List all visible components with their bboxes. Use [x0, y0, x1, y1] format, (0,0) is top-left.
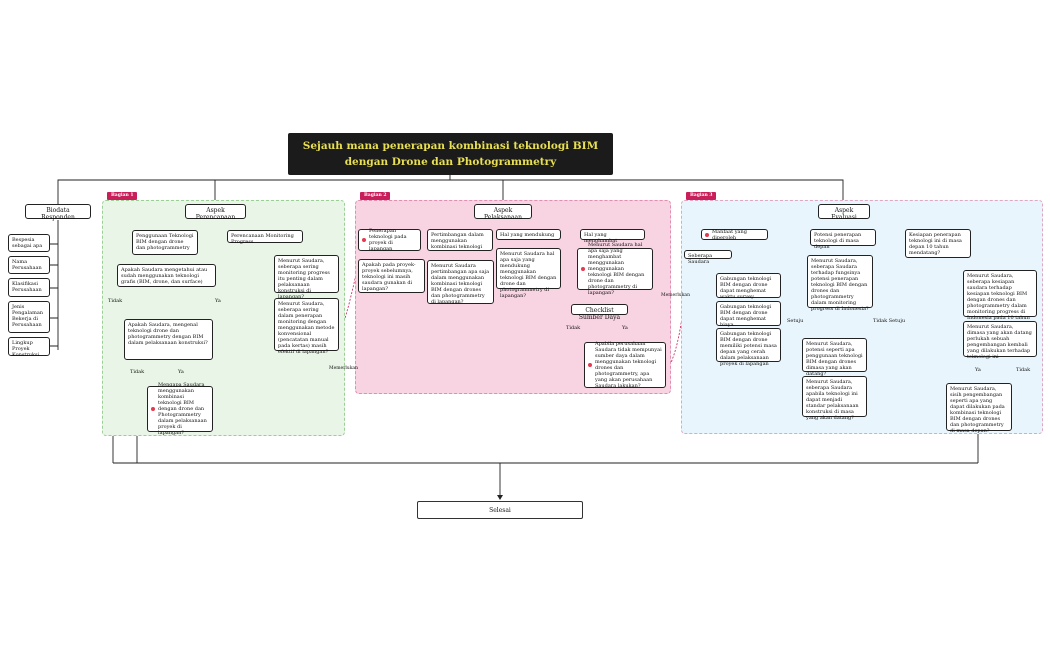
- evaluasi-e1b[interactable]: Gabungan teknologi BIM dengan drone dapa…: [716, 273, 781, 300]
- perencanaan-q1[interactable]: Apakah Saudara mengetahui atau sudah men…: [117, 264, 216, 287]
- perencanaan-q3[interactable]: Mengapa Saudara menggunakan kombinasi te…: [147, 382, 213, 436]
- flag-icon: [362, 238, 366, 242]
- pelaksanaan-c3[interactable]: Hal yang mendukung: [496, 229, 561, 240]
- perencanaan-q2[interactable]: Apakah Saudara, mengenal teknologi drone…: [124, 319, 213, 360]
- label-tidak: Tidak: [130, 369, 145, 375]
- pelaksanaan-c3a[interactable]: Menurut Saudara hal apa saja yang menduk…: [496, 248, 561, 299]
- pelaksanaan-c4b[interactable]: Apabila perusahaan Saudara tidak mempuny…: [584, 341, 666, 389]
- evaluasi-e3[interactable]: Kesiapan penerapan teknologi ini di masa…: [905, 229, 971, 258]
- label-tidak-setuju: Tidak Setuju: [873, 318, 906, 324]
- evaluasi-e1[interactable]: Manfaat yang diperoleh: [701, 229, 768, 241]
- label-tidak: Tidak: [566, 325, 581, 331]
- perencanaan-sub2[interactable]: Perencanaan Monitoring Progress: [227, 230, 303, 245]
- end-node[interactable]: Selesai: [417, 501, 583, 519]
- biodata-item[interactable]: Jenis Pengalaman Bekerja di Perusahaan: [8, 301, 50, 333]
- section-tag-3: Bagian 3: [686, 192, 717, 200]
- biodata-header[interactable]: Biodata Responden: [25, 204, 91, 221]
- pelaksanaan-c2a[interactable]: Menurut Saudara pertimbangan apa saja da…: [427, 260, 494, 305]
- biodata-item[interactable]: Bespesia sebagai apa: [8, 234, 50, 252]
- perencanaan-m2[interactable]: Menurut Saudara, seberapa sering dalam p…: [274, 298, 339, 355]
- section-tag-2: Bagian 2: [360, 192, 391, 200]
- evaluasi-header[interactable]: Aspek Evaluasi: [818, 204, 870, 221]
- connector-label-right: Memerlukan: [661, 293, 690, 298]
- pelaksanaan-c1[interactable]: Penerapan teknologi pada proyek di lapan…: [358, 228, 421, 252]
- biodata-item[interactable]: Klasifikasi Perusahaan: [8, 278, 50, 297]
- evaluasi-e3a[interactable]: Menurut Saudara, seberapa kesiapan sauda…: [963, 270, 1037, 327]
- biodata-item[interactable]: Nama Perusahaan: [8, 256, 50, 274]
- label-ya: Ya: [178, 369, 184, 375]
- flag-icon: [581, 267, 585, 271]
- perencanaan-sub1[interactable]: Penggunaan Teknologi BIM dengan drone da…: [132, 230, 198, 255]
- flag-icon: [705, 232, 709, 237]
- pelaksanaan-checklist[interactable]: Checklist Sumber Daya: [571, 304, 628, 321]
- flag-icon: [151, 407, 155, 411]
- main-title[interactable]: Sejauh mana penerapan kombinasi teknolog…: [288, 133, 613, 175]
- label-ya: Ya: [215, 298, 221, 304]
- evaluasi-e2[interactable]: Potensi penerapan teknologi di masa depa…: [810, 229, 876, 250]
- pelaksanaan-c1a[interactable]: Apakah pada proyek-proyek sebelumnya, te…: [358, 259, 425, 293]
- pelaksanaan-c2[interactable]: Pertimbangan dalam menggunakan kombinasi…: [427, 229, 493, 251]
- label-ya: Ya: [622, 325, 628, 331]
- evaluasi-e1c[interactable]: Gabungan teknologi BIM dengan drone dapa…: [716, 301, 781, 328]
- pelaksanaan-c4a[interactable]: Menurut Saudara hal apa saja yang mengha…: [577, 242, 653, 296]
- flag-icon: [588, 363, 592, 367]
- evaluasi-e2c[interactable]: Menurut Saudara, seberapa Saudara apabil…: [802, 376, 867, 421]
- perencanaan-m1[interactable]: Menurut Saudara, seberapa sering monitor…: [274, 255, 339, 300]
- evaluasi-e1d[interactable]: Gabungan teknologi BIM dengan drone memi…: [716, 328, 781, 367]
- connector-label-left: Memerlukan: [329, 366, 358, 371]
- biodata-item[interactable]: Lingkup Proyek Konstruksi: [8, 337, 50, 358]
- evaluasi-e2b[interactable]: Menurut Saudara, potensi seperti apa pen…: [802, 338, 867, 377]
- evaluasi-e2a[interactable]: Menurut Saudara, seberapa Saudara terhad…: [807, 255, 873, 312]
- evaluasi-e3c[interactable]: Menurut Saudara, sisih pengembangan sepe…: [946, 383, 1012, 434]
- pelaksanaan-header[interactable]: Aspek Pelaksanaan: [474, 204, 532, 221]
- section-tag-1: Bagian 1: [107, 192, 138, 200]
- label-setuju: Setuju: [787, 318, 804, 324]
- pelaksanaan-c4[interactable]: Hal yang menghambat: [580, 229, 645, 244]
- label-tidak: Tidak: [1016, 367, 1031, 373]
- evaluasi-e1a[interactable]: Seberapa Saudara: [684, 250, 732, 265]
- label-tidak: Tidak: [108, 298, 123, 304]
- perencanaan-header[interactable]: Aspek Perencanaan: [185, 204, 246, 221]
- label-ya: Ya: [975, 367, 981, 373]
- evaluasi-e3b[interactable]: Menurut Saudara, dimasa yang akan datang…: [963, 321, 1037, 360]
